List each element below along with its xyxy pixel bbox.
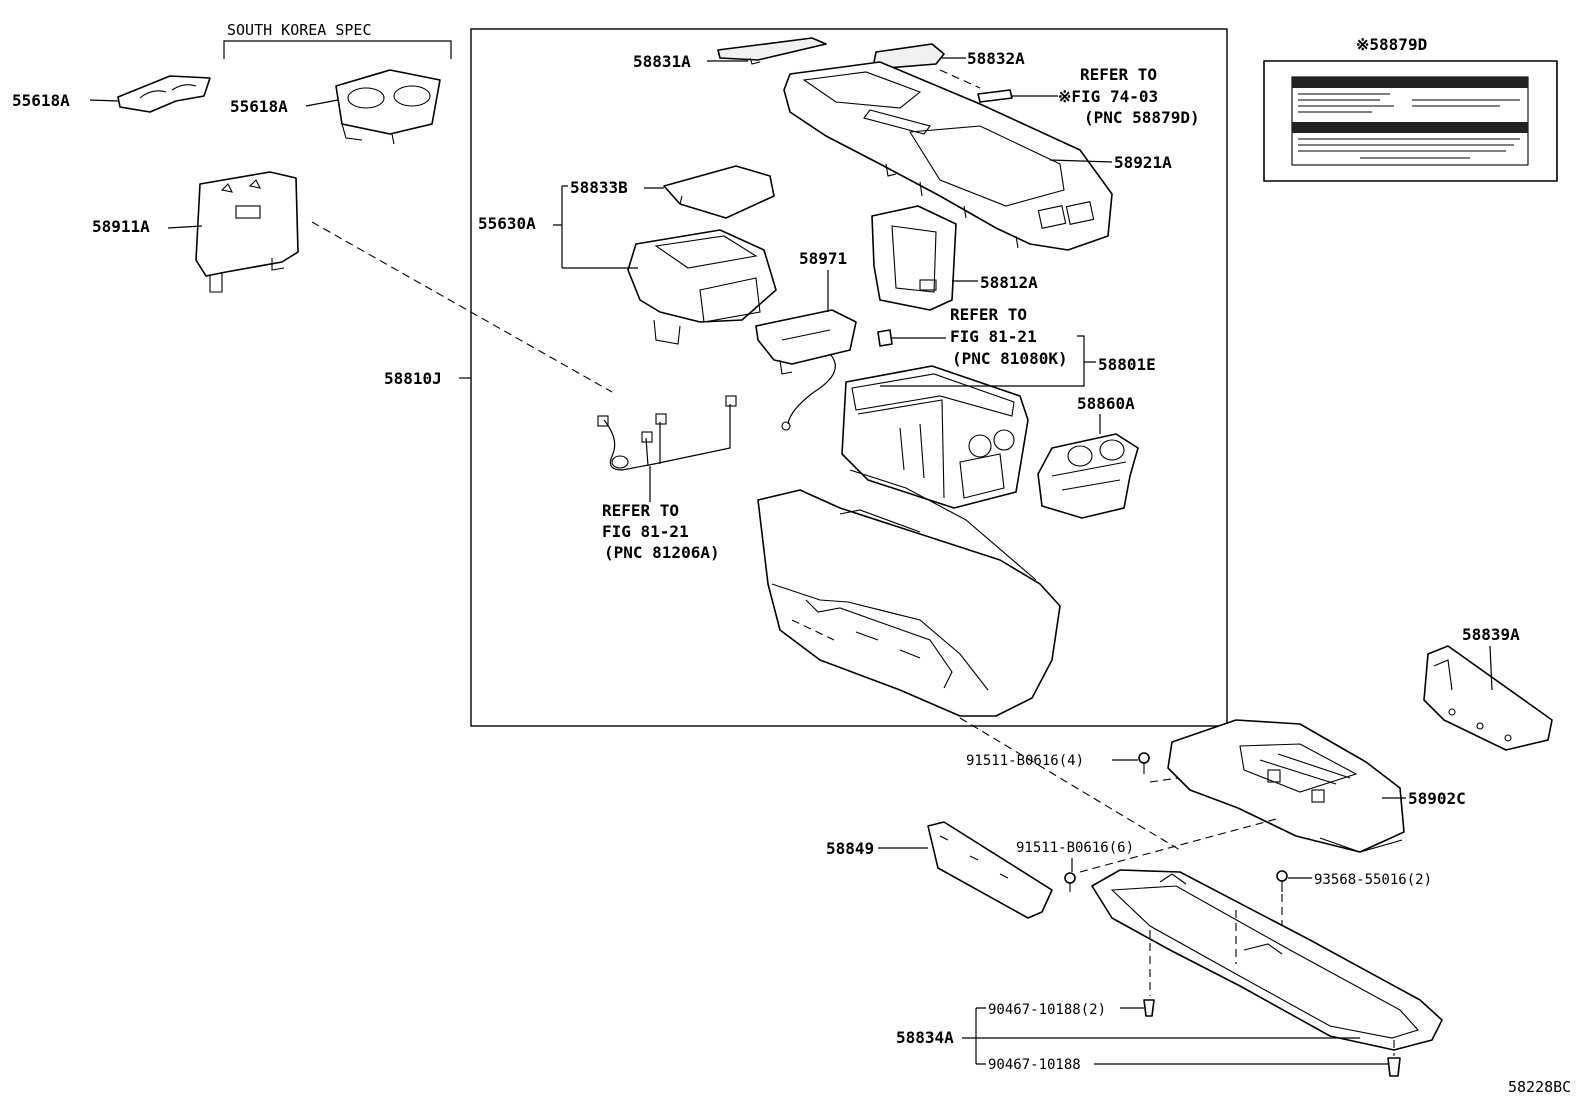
part-58812a-cup-box[interactable]: [871, 205, 957, 311]
callout-58801e: 58801E: [1098, 355, 1156, 374]
callout-91511-b0616-4: 91511-B0616(4): [966, 753, 1084, 769]
part-58831a-lid[interactable]: [717, 37, 827, 65]
callout-91511-b0616-6: 91511-B0616(6): [1016, 840, 1134, 856]
part-58834a-lower-tray[interactable]: [1091, 869, 1443, 1051]
ref-fig7403-line2: ※FIG 74-03: [1058, 87, 1158, 106]
dashed-body-down-1: [791, 619, 835, 641]
callout-58902c: 58902C: [1408, 789, 1466, 808]
leader-58839a: [1489, 645, 1493, 691]
part-93568-screw[interactable]: [1276, 870, 1288, 892]
part-58801e-console-box[interactable]: [841, 365, 1029, 509]
leader-55618a-right: [305, 99, 339, 107]
south-korea-spec-label: SOUTH KOREA SPEC: [227, 21, 372, 39]
part-58921a-console-top[interactable]: [783, 61, 1113, 251]
part-90467-clip[interactable]: [1387, 1057, 1401, 1077]
dashed-bolt-6: [1079, 817, 1281, 873]
part-81080k-connector[interactable]: [877, 329, 893, 347]
part-81206a-wire-harness[interactable]: [597, 395, 737, 471]
part-58849-panel[interactable]: [927, 821, 1053, 919]
callout-55630a: 55630A: [478, 214, 536, 233]
part-55630a-armrest[interactable]: [627, 229, 777, 345]
callout-58812a: 58812A: [980, 273, 1038, 292]
ref-fig8121k-line1: REFER TO: [950, 305, 1027, 324]
callout-58839a: 58839A: [1462, 625, 1520, 644]
ref-fig8121a-line2: FIG 81-21: [602, 522, 689, 541]
part-91511-bolt-6[interactable]: [1064, 872, 1076, 892]
callout-58860a: 58860A: [1077, 394, 1135, 413]
part-58833b-armrest-cover[interactable]: [663, 165, 775, 219]
callout-58911a: 58911A: [92, 217, 150, 236]
leader-55630a-bracket: [553, 185, 638, 269]
leader-58834a-bracket: [962, 1007, 986, 1065]
part-58860a-vent[interactable]: [1037, 433, 1139, 519]
ref-fig8121a-line3: (PNC 81206A): [604, 543, 720, 562]
part-58971-bracket[interactable]: [755, 309, 857, 431]
ref-fig8121a-line1: REFER TO: [602, 501, 679, 520]
callout-93568-55016: 93568-55016(2): [1314, 872, 1432, 888]
south-korea-bracket: [223, 40, 452, 59]
figure-code: 58228BC: [1508, 1078, 1571, 1096]
callout-58810j: 58810J: [384, 369, 442, 388]
callout-55618a-right: 55618A: [230, 97, 288, 116]
callout-90467-10188: 90467-10188: [988, 1057, 1081, 1073]
callout-90467-10188-2: 90467-10188(2): [988, 1002, 1106, 1018]
part-90467-clip-2[interactable]: [1143, 999, 1155, 1017]
dashed-bolt-4: [1149, 777, 1179, 783]
leader-58921a: [1049, 159, 1113, 163]
part-58879d-sticker-small[interactable]: [977, 89, 1013, 103]
part-58902c-base-frame[interactable]: [1167, 719, 1405, 853]
ref-fig8121k-line3: (PNC 81080K): [952, 349, 1068, 368]
leader-58801e: [880, 335, 1096, 387]
callout-58921a: 58921A: [1114, 153, 1172, 172]
ref-fig8121k-line2: FIG 81-21: [950, 327, 1037, 346]
callout-58831a: 58831A: [633, 52, 691, 71]
part-58839a-bracket[interactable]: [1423, 645, 1553, 751]
callout-58879d: ※58879D: [1356, 35, 1427, 54]
part-55618a-insert[interactable]: [117, 75, 211, 113]
callout-58834a: 58834A: [896, 1028, 954, 1047]
callout-58849: 58849: [826, 839, 874, 858]
ref-fig7403-line3: (PNC 58879D): [1084, 108, 1200, 127]
part-91511-bolt-4[interactable]: [1138, 752, 1150, 774]
callout-55618a-left: 55618A: [12, 91, 70, 110]
callout-58832a: 58832A: [967, 49, 1025, 68]
part-58911a-side-panel[interactable]: [195, 171, 299, 293]
part-58810j-console-body[interactable]: [757, 469, 1061, 717]
ref-fig7403-line1: REFER TO: [1080, 65, 1157, 84]
part-58879d-caution-label[interactable]: [1263, 60, 1558, 182]
dashed-58832a-down: [939, 69, 981, 89]
callout-58971: 58971: [799, 249, 847, 268]
dashed-58911a-to-harness: [311, 221, 613, 393]
part-55618a-cup-holder[interactable]: [335, 69, 441, 145]
leader-55618a-left: [89, 99, 119, 102]
leader-58911a: [167, 225, 203, 229]
callout-58833b: 58833B: [570, 178, 628, 197]
dashed-body-down-2: [959, 717, 1181, 851]
